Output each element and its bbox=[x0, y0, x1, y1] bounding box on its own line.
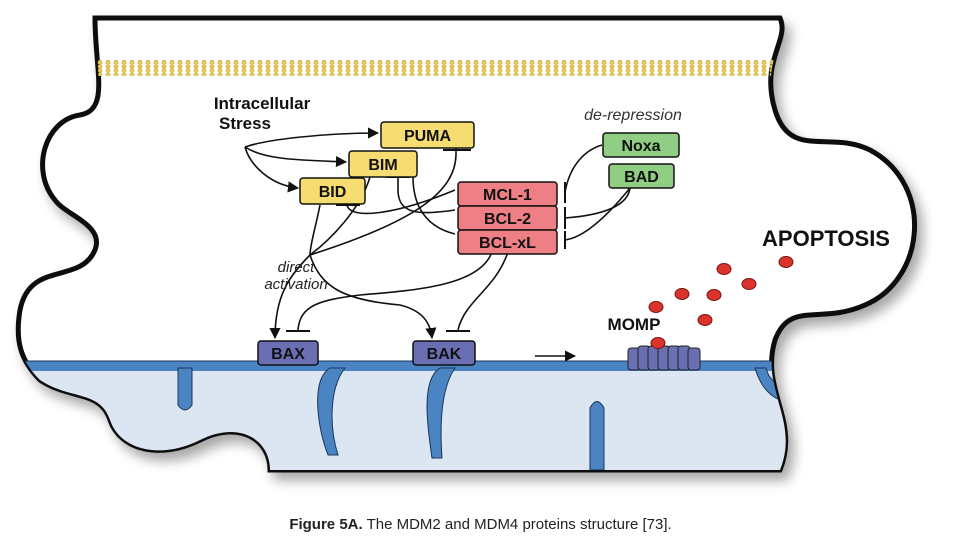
activator-bim: BIM bbox=[348, 150, 418, 178]
sensitizer-label: Noxa bbox=[621, 138, 660, 155]
intermembrane-space bbox=[18, 370, 915, 470]
direct-activation-arrows bbox=[269, 176, 437, 340]
momp-pore bbox=[627, 345, 701, 371]
apoptosis-label: APOPTOSIS bbox=[762, 226, 890, 251]
effector-label: BAK bbox=[427, 346, 462, 363]
apoptosis-pathway-diagram: Intracellular Stress direct activation d… bbox=[15, 15, 917, 473]
anti-apoptotic-bcl2: BCL-2 bbox=[457, 205, 558, 231]
plasma-membrane bbox=[60, 60, 860, 76]
anti-apoptotic-label: BCL-2 bbox=[484, 211, 531, 228]
activator-label: BID bbox=[319, 184, 347, 201]
sensitizer-noxa: Noxa bbox=[602, 132, 680, 158]
sensitizer-label: BAD bbox=[624, 169, 659, 186]
effector-bax: BAX bbox=[257, 340, 319, 366]
intracellular-stress-label-2: Stress bbox=[219, 114, 271, 133]
released-cytochrome-dots bbox=[648, 256, 794, 349]
anti-apoptotic-label: BCL-xL bbox=[479, 235, 536, 252]
caption-text: The MDM2 and MDM4 proteins structure [73… bbox=[362, 516, 672, 533]
direct-activation-label: direct bbox=[278, 259, 316, 276]
sensitizer-bad: BAD bbox=[608, 163, 675, 189]
momp-label: MOMP bbox=[608, 315, 661, 334]
activator-label: BIM bbox=[368, 157, 397, 174]
anti-apoptotic-bclxl: BCL-xL bbox=[457, 229, 558, 255]
stress-arrows bbox=[244, 127, 380, 193]
direct-activation-label-2: activation bbox=[264, 276, 327, 293]
effector-bak: BAK bbox=[412, 340, 476, 366]
derepression-lines bbox=[564, 144, 631, 249]
effector-label: BAX bbox=[271, 346, 305, 363]
activator-bid: BID bbox=[299, 177, 366, 205]
anti-apoptotic-mcl1: MCL-1 bbox=[457, 181, 558, 207]
figure-caption: Figure 5A. The MDM2 and MDM4 proteins st… bbox=[0, 516, 961, 533]
de-repression-label: de-repression bbox=[584, 107, 682, 124]
cristae bbox=[177, 367, 781, 470]
anti-to-effector-inhibition bbox=[286, 251, 509, 332]
caption-prefix: Figure 5A. bbox=[289, 516, 363, 533]
activator-puma: PUMA bbox=[380, 121, 475, 149]
activator-label: PUMA bbox=[404, 128, 452, 145]
intracellular-stress-label: Intracellular bbox=[214, 94, 311, 113]
anti-apoptotic-label: MCL-1 bbox=[483, 187, 532, 204]
